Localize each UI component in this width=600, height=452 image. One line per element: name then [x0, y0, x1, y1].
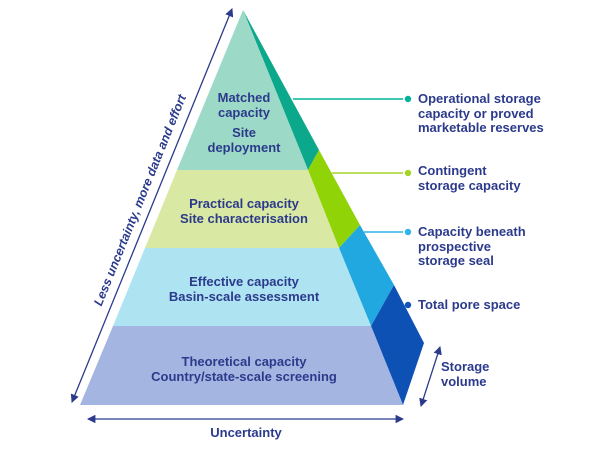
callout-capacity-beneath-seal-label: Capacity beneath prospective storage sea…	[418, 224, 526, 268]
band-matched-sublabel: Site deployment	[207, 125, 281, 155]
band-matched-label: Matched capacity	[217, 90, 271, 120]
band-theoretical-side-face	[371, 285, 424, 405]
storage-volume-arrow	[419, 345, 442, 408]
band-matched-side-face	[243, 10, 319, 170]
callout-contingent-dot	[404, 169, 412, 177]
band-effective-side-face	[339, 225, 394, 326]
band-theoretical-label: Theoretical capacity Country/state-scale…	[151, 354, 337, 384]
callout-capacity-beneath-seal-dot	[404, 228, 412, 236]
left-axis-arrow	[70, 8, 234, 403]
band-practical-side-face	[308, 150, 360, 248]
callout-contingent-label: Contingent storage capacity	[418, 163, 521, 193]
band-practical-label: Practical capacity Site characterisation	[180, 196, 308, 226]
callout-total-pore-space-label: Total pore space	[418, 297, 521, 312]
storage-volume-label: Storage volume	[441, 359, 490, 389]
callout-operational-label: Operational storage capacity or proved m…	[418, 91, 544, 135]
callout-operational-dot	[404, 95, 412, 103]
bottom-axis-label: Uncertainty	[210, 425, 282, 440]
band-effective-label: Effective capacity Basin-scale assessmen…	[168, 274, 320, 304]
callout-total-pore-space-dot	[404, 301, 412, 309]
